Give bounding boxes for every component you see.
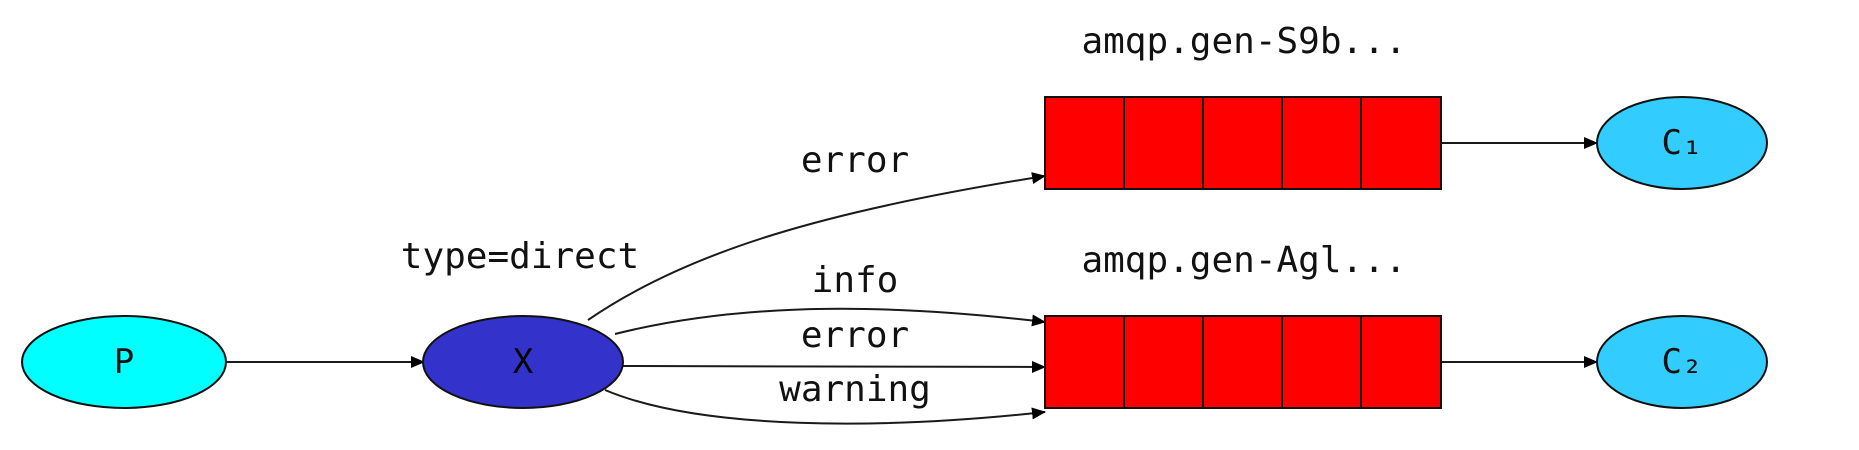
exchange-label: X (513, 342, 534, 382)
queue2-name-label: amqp.gen-Agl... (1081, 240, 1406, 281)
queue2-cell (1202, 315, 1283, 409)
queue2-cell (1281, 315, 1362, 409)
consumer1-label: C₁ (1662, 123, 1703, 163)
consumer1-node: C₁ (1596, 96, 1768, 190)
binding-label-q2-warning: warning (779, 369, 931, 410)
edge-exchange-queue1-error (587, 172, 1046, 321)
queue2-cell (1044, 315, 1125, 409)
binding-label-q2-info: info (812, 260, 899, 301)
exchange-node: X (422, 315, 624, 409)
queue2-node (1044, 315, 1442, 409)
edge-exchange-queue2-info (614, 307, 1046, 335)
queue1-cell (1123, 96, 1204, 190)
edge-exchange-queue2-error (622, 360, 1046, 373)
queue1-cell (1202, 96, 1283, 190)
producer-label: P (114, 342, 134, 382)
queue1-cell (1360, 96, 1442, 190)
queue1-cell (1044, 96, 1125, 190)
exchange-shape (422, 315, 624, 409)
binding-label-q2-error: error (801, 315, 909, 356)
queue1-name-label: amqp.gen-S9b... (1081, 21, 1406, 62)
queue1-node (1044, 96, 1442, 190)
producer-node: P (21, 315, 227, 409)
consumer2-label: C₂ (1662, 342, 1703, 382)
producer-shape (21, 315, 227, 409)
consumer2-node: C₂ (1596, 315, 1768, 409)
queue2-cell (1123, 315, 1204, 409)
consumer2-shape (1596, 315, 1768, 409)
binding-label-q1-error: error (801, 140, 909, 181)
exchange-type-label: type=direct (401, 236, 639, 277)
queue1-cell (1281, 96, 1362, 190)
edge-exchange-queue2-warning (604, 389, 1046, 425)
consumer1-shape (1596, 96, 1768, 190)
queue2-cell (1360, 315, 1442, 409)
